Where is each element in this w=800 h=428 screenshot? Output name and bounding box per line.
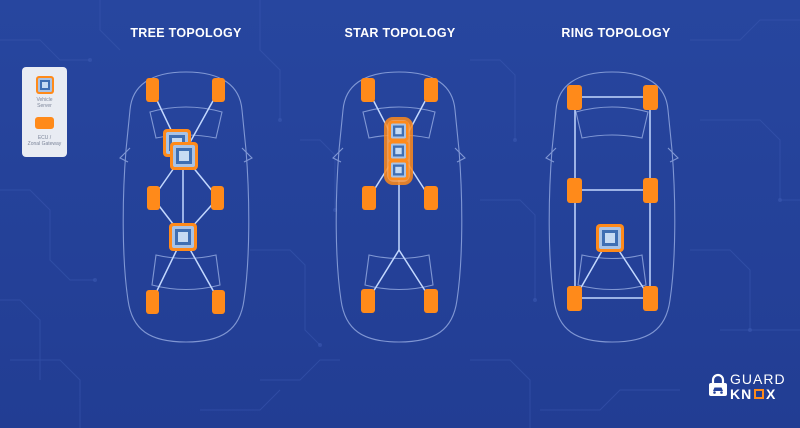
ring-ecu-front-left xyxy=(567,85,582,110)
tree-ecu-rear-left xyxy=(146,290,159,314)
ring-server xyxy=(596,224,624,252)
star-topology-title: STAR TOPOLOGY xyxy=(344,26,456,40)
legend-panel: Vehicle Server ECU / Zonal Gateway xyxy=(22,67,67,157)
ring-ecu-mid-right xyxy=(643,178,658,203)
tree-links xyxy=(151,89,220,302)
legend-vehicle-server-line1: Vehicle xyxy=(36,97,53,103)
star-ecu-front-right xyxy=(424,78,438,102)
star-ecu-rear-right xyxy=(424,289,438,313)
tree-server-lower xyxy=(169,223,197,251)
logo-word-knox-part1: KN xyxy=(730,386,753,402)
star-ecu-rear-left xyxy=(361,289,375,313)
tree-car-outline xyxy=(119,71,253,343)
legend-ecu-line2: Zonal Gateway xyxy=(27,141,62,147)
star-server-middle xyxy=(388,141,409,161)
guardknox-logo: GUARD KN X xyxy=(706,370,786,406)
logo-word-knox-part2: X xyxy=(766,386,777,402)
tree-server-upper xyxy=(170,142,198,170)
legend-ecu-line1: ECU / xyxy=(37,135,52,141)
tree-ecu-mid-right xyxy=(211,186,224,210)
ring-ecu-mid-left xyxy=(567,178,582,203)
star-server-top xyxy=(388,121,409,141)
star-server-bottom xyxy=(388,160,409,180)
ring-links xyxy=(574,96,651,299)
ecu-legend-icon xyxy=(35,117,54,129)
star-ecu-front-left xyxy=(361,78,375,102)
star-ecu-mid-right xyxy=(424,186,438,210)
vehicle-server-legend-icon xyxy=(36,76,54,94)
logo-orange-o xyxy=(754,389,764,399)
tree-ecu-front-right xyxy=(212,78,225,102)
padlock-car-icon xyxy=(709,373,727,396)
star-car-outline xyxy=(332,71,466,343)
tree-ecu-mid-left xyxy=(147,186,160,210)
legend-vehicle-server-line2: Server xyxy=(37,103,52,109)
ring-ecu-front-right xyxy=(643,85,658,110)
tree-ecu-front-left xyxy=(146,78,159,102)
tree-topology-title: TREE TOPOLOGY xyxy=(130,26,242,40)
ring-topology-title: RING TOPOLOGY xyxy=(561,26,671,40)
ring-ecu-rear-right xyxy=(643,286,658,311)
ring-ecu-rear-left xyxy=(567,286,582,311)
star-ecu-mid-left xyxy=(362,186,376,210)
ring-car-outline xyxy=(545,71,679,343)
logo-word-guard: GUARD xyxy=(730,371,786,387)
tree-ecu-rear-right xyxy=(212,290,225,314)
